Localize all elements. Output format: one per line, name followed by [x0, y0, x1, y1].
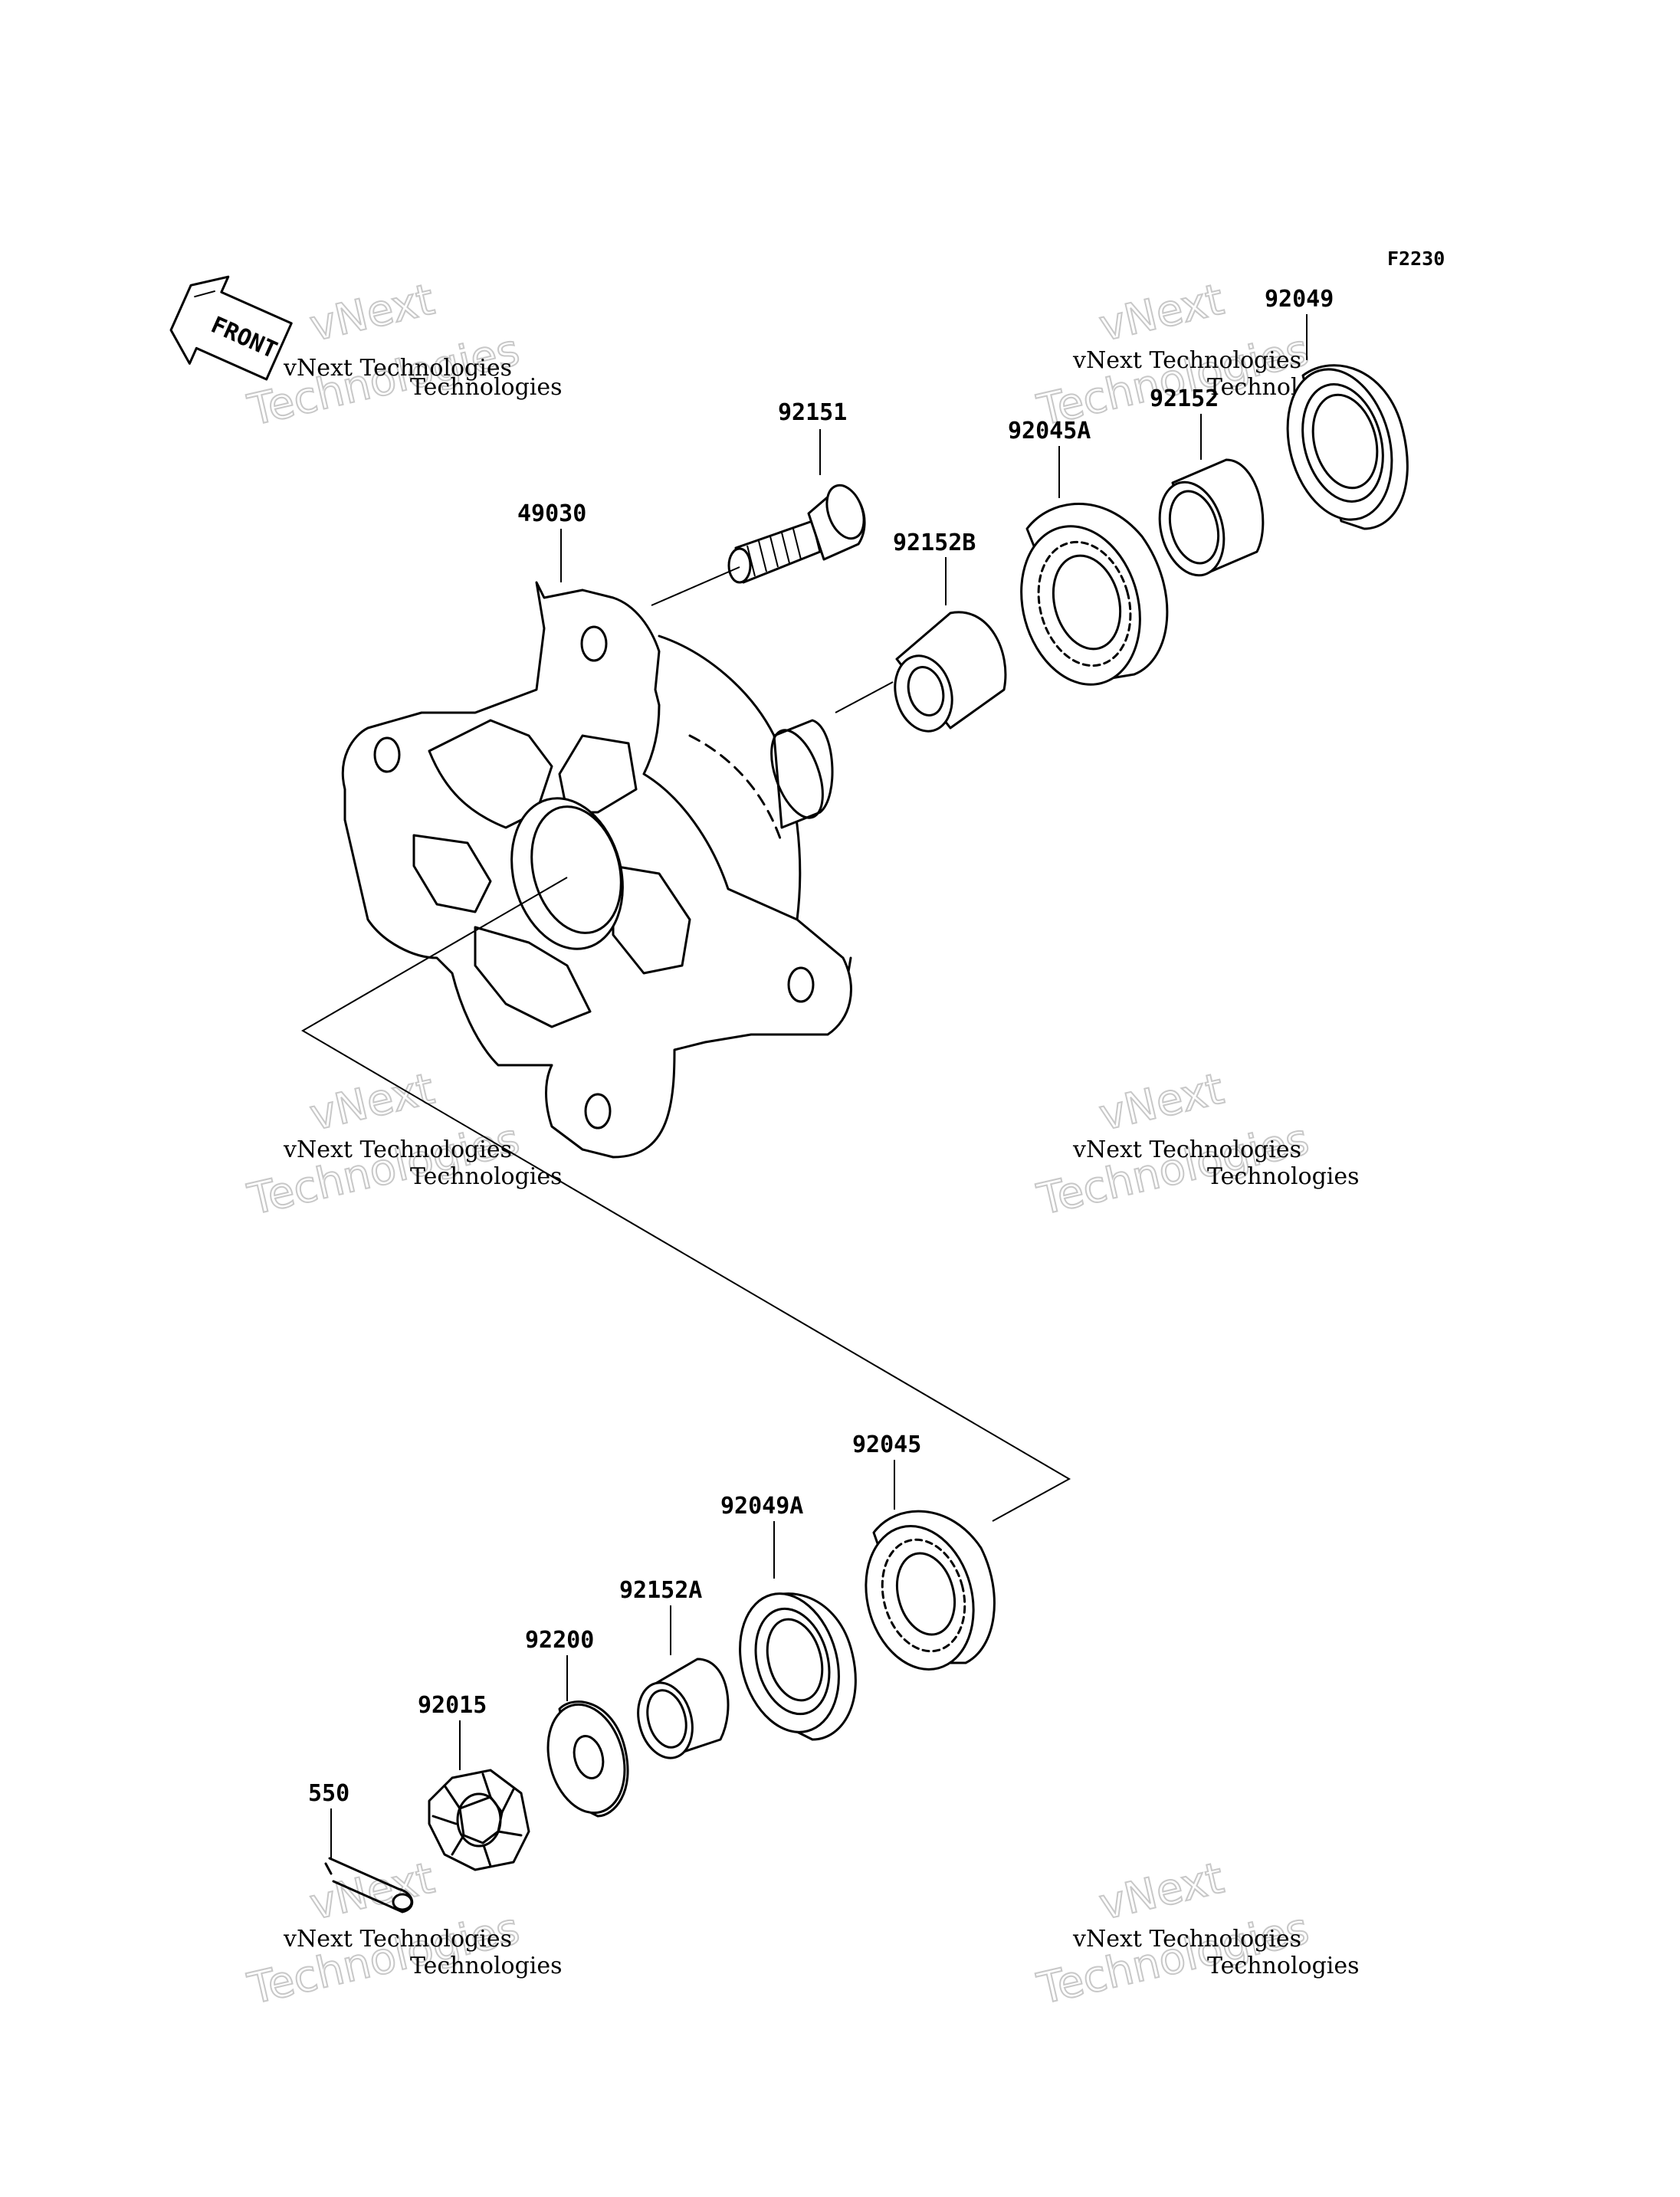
svg-text:vNext: vNext	[1095, 1854, 1229, 1930]
svg-text:vNext Technologies: vNext Technologies	[1072, 347, 1301, 374]
collar-92152b	[894, 611, 1007, 733]
svg-text:Technologies: Technologies	[1207, 1163, 1360, 1190]
watermark-mid-right: vNext Technologies vNext Technologies Te…	[1032, 1064, 1360, 1226]
svg-text:vNext Technologies: vNext Technologies	[283, 1926, 512, 1953]
svg-text:vNext Technologies: vNext Technologies	[283, 355, 512, 382]
svg-text:vNext Technologies: vNext Technologies	[1072, 1136, 1301, 1163]
stud-92151	[727, 484, 866, 584]
cotter-pin-550	[324, 1857, 413, 1913]
svg-text:Technologies: Technologies	[410, 1163, 563, 1190]
svg-text:vNext Technologies: vNext Technologies	[1072, 1926, 1301, 1953]
svg-text:Technologies: Technologies	[410, 374, 563, 401]
label-92152: 92152	[1150, 385, 1219, 412]
watermark-top-left: vNext Technologies vNext Technologies Te…	[243, 274, 563, 437]
castle-nut-92015	[428, 1769, 530, 1871]
label-550: 550	[308, 1780, 349, 1807]
label-49030: 49030	[517, 500, 586, 527]
label-92049: 92049	[1265, 286, 1334, 313]
svg-text:vNext Technologies: vNext Technologies	[283, 1136, 512, 1163]
label-92015: 92015	[418, 1692, 487, 1719]
svg-text:Technologies: Technologies	[1207, 1953, 1360, 1979]
svg-text:vNext: vNext	[306, 1064, 439, 1141]
label-92049a: 92049A	[720, 1493, 803, 1520]
figure-code: F2230	[1387, 248, 1445, 270]
hub-49030	[341, 581, 852, 1159]
seal-92049	[1286, 364, 1409, 530]
svg-text:vNext: vNext	[306, 275, 439, 352]
washer-92200	[546, 1700, 629, 1818]
part-labels: 92049 92152 92045A 92151 92152B 49030 92…	[308, 286, 1334, 1807]
front-label: FRONT	[207, 312, 281, 365]
label-92200: 92200	[525, 1627, 594, 1654]
watermark-mid-left: vNext Technologies vNext Technologies Te…	[243, 1064, 563, 1226]
front-arrow-icon: FRONT	[169, 275, 293, 381]
bearing-92045	[865, 1510, 996, 1671]
watermark-bottom-right: vNext Technologies vNext Technologies Te…	[1032, 1853, 1360, 2015]
label-92152b: 92152B	[893, 530, 976, 556]
svg-text:Technologies: Technologies	[410, 1953, 563, 1979]
watermark-bottom-left: vNext Technologies vNext Technologies Te…	[243, 1853, 563, 2015]
label-92151: 92151	[778, 399, 847, 426]
svg-text:vNext: vNext	[1095, 275, 1229, 352]
seal-92049a	[739, 1592, 857, 1741]
label-92045a: 92045A	[1008, 418, 1091, 444]
collar-92152a	[637, 1658, 730, 1759]
collar-92152	[1158, 458, 1265, 577]
label-92045: 92045	[852, 1431, 921, 1458]
svg-text:vNext: vNext	[1095, 1064, 1229, 1141]
bearing-92045a	[1020, 503, 1169, 686]
leader-lines	[301, 314, 1308, 1858]
label-92152a: 92152A	[619, 1577, 702, 1604]
